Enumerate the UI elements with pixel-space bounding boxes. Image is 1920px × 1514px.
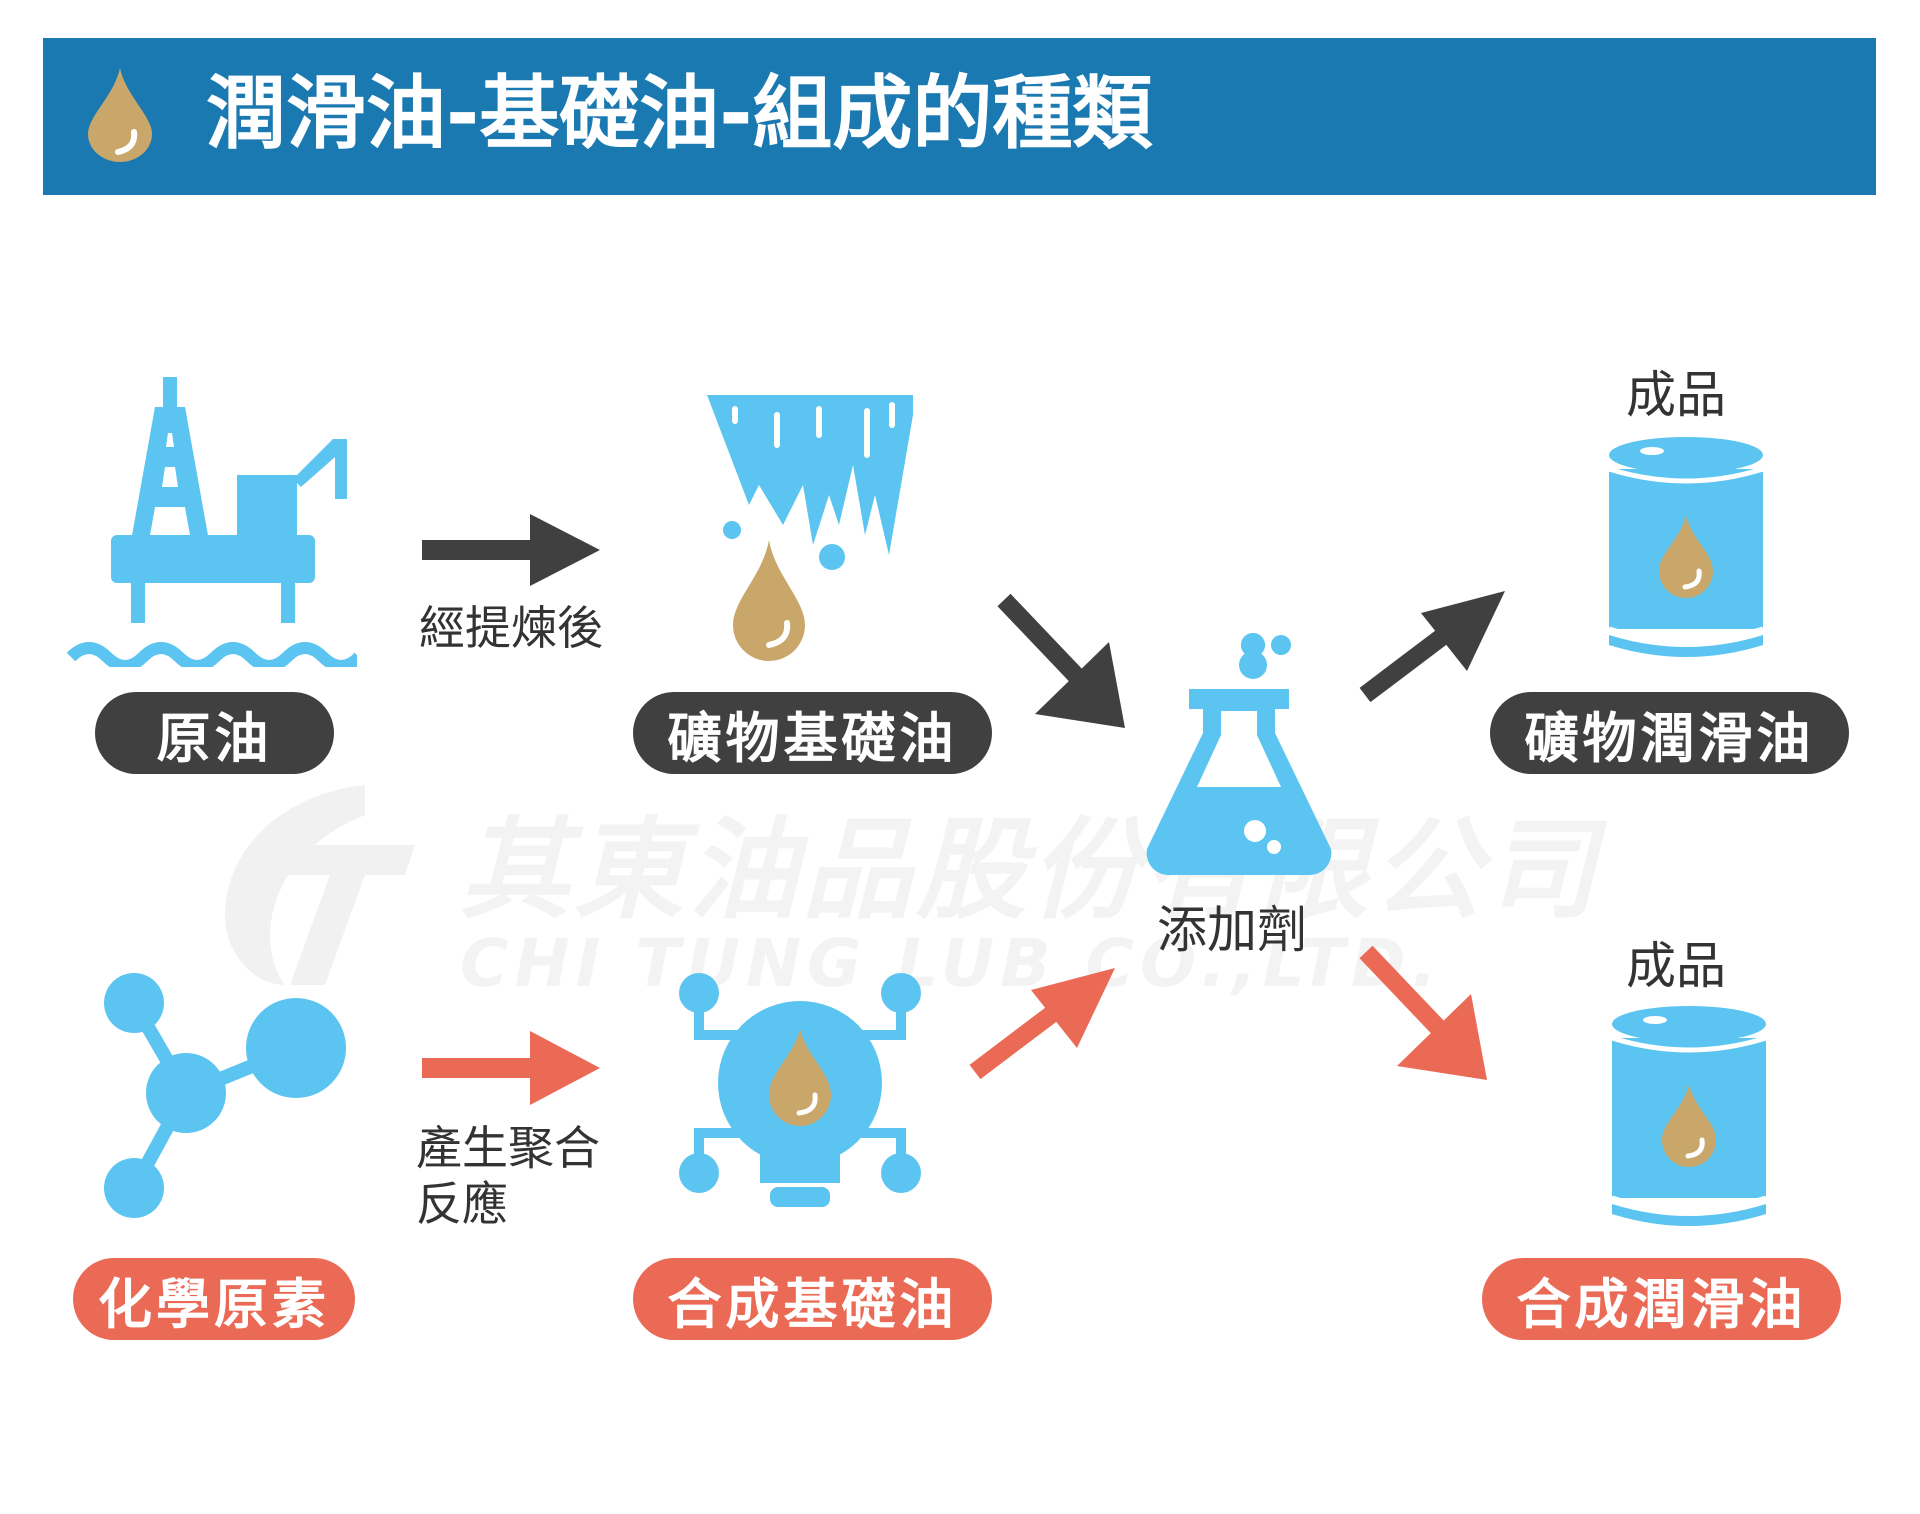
source-chemical-elements-pill: 化學原素 <box>73 1258 355 1340</box>
additive-flask-icon <box>1146 633 1332 875</box>
additive-label: 添加劑 <box>1157 901 1307 959</box>
watermark-company-zh: 其東油品股份有限公司 <box>460 780 1600 940</box>
mineral-lubricant-pill: 礦物潤滑油 <box>1490 692 1849 774</box>
synthetic-oil-barrel-icon <box>1611 1006 1767 1226</box>
watermark-logo-icon <box>225 785 415 985</box>
mineral-base-oil-pill: 礦物基礎油 <box>633 692 992 774</box>
arrow-down-right-red-icon <box>1359 945 1487 1080</box>
mineral-oil-barrel-icon <box>1608 437 1764 657</box>
page-title: 潤滑油-基礎油-組成的種類 <box>206 67 1153 160</box>
header-bar <box>43 38 1876 195</box>
arrow-up-right-dark-icon <box>1359 591 1505 703</box>
watermark-company-en: CHI TUNG LUB CO.,LTD. <box>460 925 1443 1002</box>
synthetic-base-oil-pill: 合成基礎油 <box>633 1258 992 1340</box>
oil-rig-icon <box>67 377 357 667</box>
process-polymerization-label-line1: 產生聚合 <box>416 1121 600 1175</box>
synthetic-bulb-icon <box>679 973 921 1207</box>
arrow-down-right-dark-icon <box>997 593 1125 728</box>
process-refining-label: 經提煉後 <box>419 601 603 655</box>
arrow-up-right-red-icon <box>969 968 1115 1080</box>
oil-drop-icon <box>88 68 152 162</box>
product-caption-top: 成品 <box>1626 366 1726 424</box>
product-caption-bottom: 成品 <box>1626 937 1726 995</box>
synthetic-lubricant-pill: 合成潤滑油 <box>1482 1258 1841 1340</box>
source-crude-oil-pill: 原油 <box>95 692 334 774</box>
process-polymerization-label-line2: 反應 <box>416 1177 508 1231</box>
arrow-right-dark-icon <box>422 514 600 586</box>
arrow-right-red-icon <box>422 1031 600 1105</box>
chemical-molecule-icon <box>104 973 346 1218</box>
mineral-iceberg-icon <box>707 395 913 661</box>
